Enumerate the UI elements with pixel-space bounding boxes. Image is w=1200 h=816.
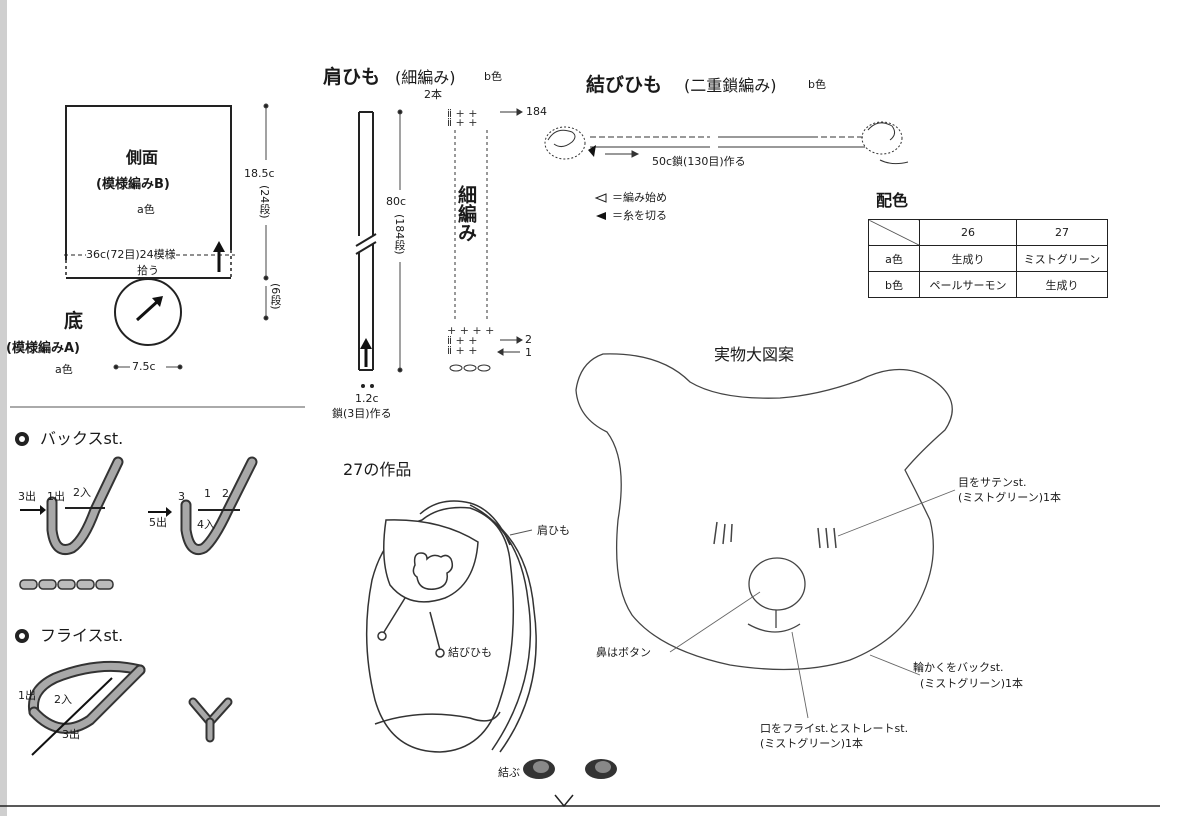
bottom-diameter: 7.5c bbox=[132, 360, 156, 373]
pickup-label: 拾う bbox=[137, 264, 159, 277]
bs-out5: 5出 bbox=[149, 516, 167, 529]
legend-start: ＝編み始め bbox=[612, 191, 667, 204]
flower-bullet-icon bbox=[15, 432, 29, 643]
strap-shape bbox=[355, 111, 377, 371]
svg-text:ⅱ + +: ⅱ + + bbox=[447, 107, 477, 120]
bottom-rows: (6段) bbox=[269, 283, 282, 310]
back-stitch-title: バックスst. bbox=[40, 429, 124, 448]
up-arrow-icon bbox=[213, 241, 225, 272]
table-header: 26 bbox=[919, 219, 1017, 246]
backpack-illustration bbox=[365, 500, 537, 753]
side-panel-shape bbox=[65, 105, 232, 279]
side-panel-title: 側面 bbox=[126, 148, 159, 167]
side-height: 18.5c bbox=[244, 167, 275, 180]
strap-length-dimension bbox=[397, 109, 403, 373]
cord-title: 結びひも bbox=[586, 74, 663, 96]
scan-edge bbox=[0, 0, 7, 816]
row-2: 2 bbox=[525, 333, 532, 346]
legend-markers bbox=[594, 193, 607, 220]
table-cell: ペールサーモン bbox=[919, 271, 1017, 298]
bs-3: 3 bbox=[178, 490, 185, 503]
strap-vertical-label: 細編み bbox=[455, 185, 477, 242]
back-stitch-diagram bbox=[19, 456, 258, 590]
eyes-label: 目をサテンst. bbox=[958, 476, 1027, 489]
bs-out1: 1出 bbox=[47, 490, 65, 503]
side-rows: (24段) bbox=[258, 185, 271, 219]
work27-strap: 肩ひも bbox=[537, 524, 570, 537]
work27-cord: 結びひも bbox=[448, 646, 492, 659]
table-corner bbox=[868, 219, 920, 246]
outline-label: 輪かくをバックst. bbox=[913, 661, 1004, 674]
color-table: 26 27 a色 生成り ミストグリーン b色 ペールサーモン 生成り bbox=[868, 219, 1108, 298]
row-1: 1 bbox=[525, 346, 532, 359]
strap-method: (細編み) bbox=[395, 68, 456, 87]
circumference-label: 36c(72目)24模様 bbox=[86, 248, 176, 261]
legend-cut: ＝糸を切る bbox=[612, 209, 667, 222]
bs-2: 2 bbox=[222, 487, 229, 500]
partial-face-art bbox=[523, 759, 617, 808]
fly-stitch-diagram bbox=[27, 660, 233, 756]
table-row-label: a色 bbox=[868, 245, 920, 272]
bs-1: 1 bbox=[204, 487, 211, 500]
bs-out3: 3出 bbox=[18, 490, 36, 503]
side-panel-color: a色 bbox=[137, 203, 155, 216]
outline-color: (ミストグリーン)1本 bbox=[920, 677, 1024, 690]
strap-length: 80c bbox=[386, 195, 407, 208]
bear-face-pattern bbox=[575, 353, 953, 671]
diagonal-arrow-icon bbox=[135, 296, 163, 322]
svg-text:ⅱ + +: ⅱ + + bbox=[447, 344, 477, 357]
strap-chain: 鎖(3目)作る bbox=[332, 407, 392, 420]
eyes-color: (ミストグリーン)1本 bbox=[958, 491, 1062, 504]
svg-text:ⅱ + +: ⅱ + + bbox=[447, 334, 477, 347]
bear-leader-lines bbox=[669, 489, 956, 719]
bs-in2: 2入 bbox=[73, 486, 91, 499]
strap-up-arrow-icon bbox=[360, 338, 372, 367]
cord-method: (二重鎖編み) bbox=[684, 76, 777, 95]
bottom-circle bbox=[114, 278, 182, 346]
stitch-chart: ⅱ + + ⅱ + + + + + + ⅱ + + ⅱ + + bbox=[447, 107, 523, 372]
strap-color: b色 bbox=[484, 70, 502, 83]
work27-title: 27の作品 bbox=[343, 460, 412, 479]
bottom-color: a色 bbox=[55, 363, 73, 376]
table-header: 27 bbox=[1016, 219, 1108, 246]
height-dimension bbox=[263, 103, 269, 321]
strap-title: 肩ひも bbox=[323, 66, 381, 88]
side-panel-pattern: (模様編みB) bbox=[96, 177, 170, 192]
pattern-title: 実物大図案 bbox=[714, 345, 795, 364]
mouth-color: (ミストグリーン)1本 bbox=[760, 737, 864, 750]
cord-color: b色 bbox=[808, 78, 826, 91]
table-cell: 生成り bbox=[919, 245, 1017, 272]
color-table-title: 配色 bbox=[876, 191, 909, 210]
svg-text:ⅱ + +: ⅱ + + bbox=[447, 116, 477, 129]
bs-in4: 4入 bbox=[197, 518, 215, 531]
table-cell: 生成り bbox=[1016, 271, 1108, 298]
tie-cord-chart bbox=[544, 121, 909, 165]
strap-count: 2本 bbox=[424, 88, 442, 101]
strap-width-dimension bbox=[361, 384, 374, 388]
strap-rows: (184段) bbox=[393, 214, 406, 255]
strap-leader bbox=[509, 529, 533, 536]
nose-label: 鼻はボタン bbox=[596, 646, 651, 659]
strap-width: 1.2c bbox=[355, 392, 379, 405]
cord-chain: 50c鎖(130目)作る bbox=[652, 155, 746, 168]
fly-stitch-title: フライスst. bbox=[40, 626, 124, 645]
table-cell: ミストグリーン bbox=[1016, 245, 1108, 272]
diameter-dimension bbox=[113, 364, 183, 370]
table-row-label: b色 bbox=[868, 271, 920, 298]
bottom-title: 底 bbox=[64, 310, 84, 332]
work27-tie: 結ぶ bbox=[498, 766, 520, 779]
fs-out1: 1出 bbox=[18, 689, 36, 702]
bottom-pattern: (模様編みA) bbox=[6, 341, 80, 356]
fs-in2: 2入 bbox=[54, 693, 72, 706]
fs-out3: 3出 bbox=[62, 728, 80, 741]
mouth-label: 口をフライst.とストレートst. bbox=[760, 722, 909, 735]
svg-text:+ + + +: + + + + bbox=[447, 324, 494, 337]
row-184: 184 bbox=[526, 105, 547, 118]
